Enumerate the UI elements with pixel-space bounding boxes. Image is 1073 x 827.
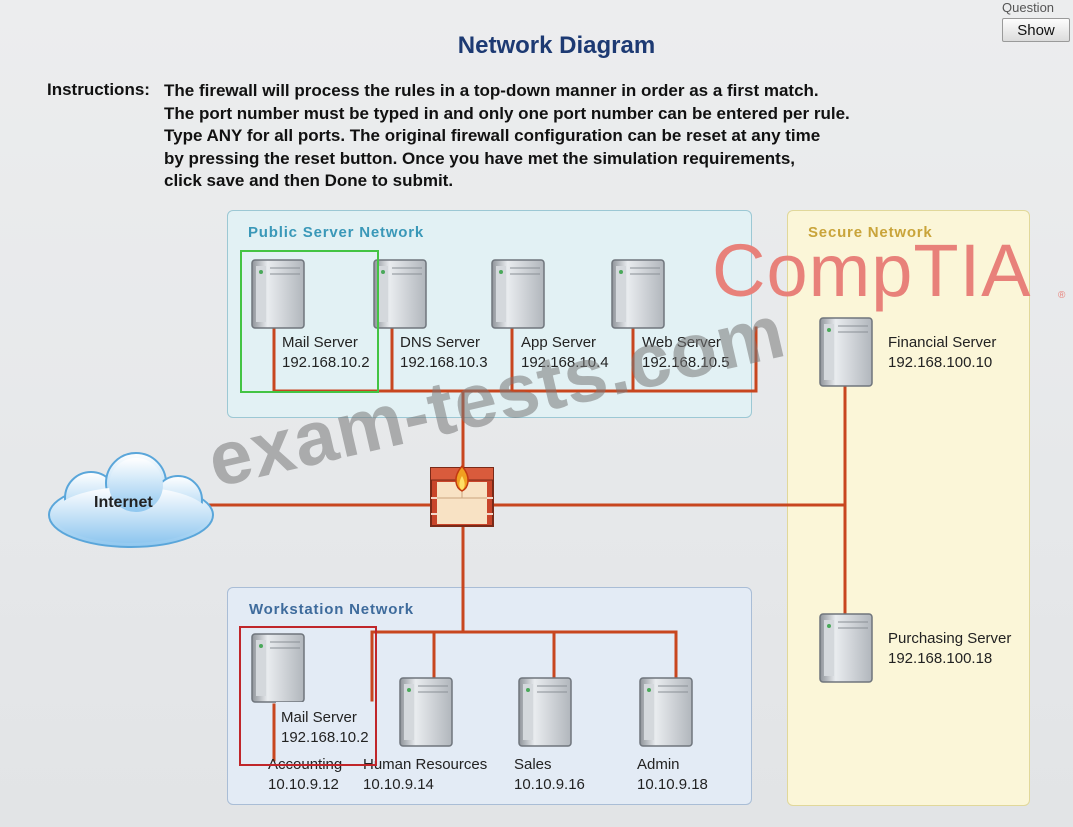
mail-server-label: Mail Server 192.168.10.2 [282, 333, 370, 373]
purchasing-server-icon[interactable] [818, 612, 874, 684]
instructions-line: by pressing the reset button. Once you h… [164, 148, 796, 168]
server-ip: 192.168.10.5 [642, 354, 730, 371]
server-ip: 192.168.100.18 [888, 650, 993, 667]
popup-name: Mail Server [281, 709, 357, 726]
financial-server-label: Financial Server 192.168.100.10 [888, 333, 996, 373]
internet-label: Internet [94, 494, 153, 511]
secure-zone-title: Secure Network [808, 224, 933, 241]
app-server-icon[interactable] [490, 258, 546, 330]
instructions-label: Instructions: [47, 80, 150, 99]
human-resources-label: Human Resources 10.10.9.14 [363, 755, 487, 795]
comptia-logo: CompTIA [712, 229, 1032, 312]
dns-server-icon[interactable] [372, 258, 428, 330]
comptia-logo-registered: ® [1058, 290, 1066, 301]
dns-server-label: DNS Server 192.168.10.3 [400, 333, 488, 373]
admin-workstation-icon[interactable] [638, 676, 694, 748]
server-name: Web Server [642, 334, 721, 351]
page-title: Network Diagram [457, 32, 656, 59]
internet-cloud-icon [48, 452, 214, 548]
secure-network-zone [787, 210, 1030, 806]
popup-ip: 192.168.10.2 [281, 729, 369, 746]
server-name: App Server [521, 334, 597, 351]
purchasing-server-label: Purchasing Server 192.168.100.18 [888, 629, 1011, 669]
workstation-ip: 10.10.9.14 [363, 776, 434, 793]
workstation-name: Admin [637, 756, 680, 773]
workstation-name: Sales [514, 756, 552, 773]
instructions-line: The port number must be typed in and onl… [164, 103, 850, 123]
overlay-popup-label: Mail Server 192.168.10.2 [281, 708, 369, 748]
sales-workstation-icon[interactable] [517, 676, 573, 748]
web-server-label: Web Server 192.168.10.5 [642, 333, 730, 373]
server-name: Financial Server [888, 334, 997, 351]
server-name: DNS Server [400, 334, 481, 351]
hover-popup-highlight [239, 626, 377, 766]
workstation-ip: 10.10.9.12 [268, 776, 339, 793]
instructions-line: click save and then Done to submit. [164, 171, 454, 190]
app-server-label: App Server 192.168.10.4 [521, 333, 609, 373]
server-ip: 192.168.10.3 [400, 354, 488, 371]
server-name: Purchasing Server [888, 630, 1012, 647]
instructions-line: The firewall will process the rules in a… [164, 81, 819, 100]
workstation-zone-title: Workstation Network [249, 601, 414, 618]
question-label: Question [1002, 0, 1055, 15]
sales-label: Sales 10.10.9.16 [514, 755, 585, 795]
selected-server-highlight [240, 250, 379, 393]
server-ip: 192.168.100.10 [888, 354, 993, 371]
financial-server-icon[interactable] [818, 316, 874, 388]
instructions-line: Type ANY for all ports. The original fir… [164, 126, 821, 145]
public-zone-title: Public Server Network [248, 224, 425, 241]
firewall-icon[interactable] [428, 458, 498, 530]
server-ip: 192.168.10.2 [282, 354, 370, 371]
hr-workstation-icon[interactable] [398, 676, 454, 748]
server-name: Mail Server [282, 334, 358, 351]
admin-label: Admin 10.10.9.18 [637, 755, 708, 795]
overlay-popup-bg [276, 702, 374, 748]
workstation-ip: 10.10.9.18 [637, 776, 708, 793]
show-button[interactable]: Show [1002, 18, 1070, 42]
instructions-text: The firewall will process the rules in a… [164, 80, 964, 193]
workstation-ip: 10.10.9.16 [514, 776, 585, 793]
server-ip: 192.168.10.4 [521, 354, 609, 371]
workstation-name: Human Resources [363, 756, 488, 773]
